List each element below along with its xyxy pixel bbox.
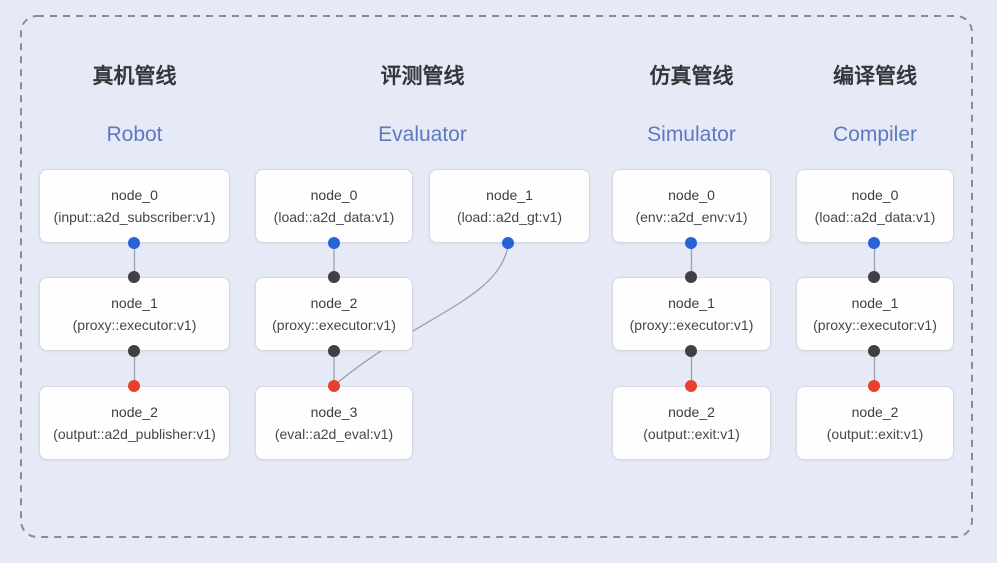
node-name: node_2 — [668, 404, 715, 420]
input-port-dot-red — [328, 380, 340, 392]
connector-curve — [334, 243, 510, 386]
output-port-dot-blue — [328, 237, 340, 249]
output-port-dot-black — [328, 345, 340, 357]
pipeline-title-zh-evaluator: 评测管线 — [380, 65, 465, 88]
node-type: (load::a2d_data:v1) — [273, 208, 395, 225]
output-port-dot-blue — [685, 237, 697, 249]
node-box-evaluator-node1: node_1 (load::a2d_gt:v1) — [429, 169, 590, 243]
input-port-dot-black — [685, 271, 697, 283]
node-box-simulator-node1: node_1 (proxy::executor:v1) — [612, 277, 771, 351]
output-port-dot-black — [685, 345, 697, 357]
node-type: (output::exit:v1) — [643, 425, 740, 442]
node-box-compiler-node1: node_1 (proxy::executor:v1) — [796, 277, 954, 351]
input-port-dot-black — [328, 271, 340, 283]
output-port-dot-blue — [128, 237, 140, 249]
node-type: (proxy::executor:v1) — [813, 316, 937, 333]
output-port-dot-blue — [868, 237, 880, 249]
pipeline-title-zh-compiler: 编译管线 — [833, 65, 917, 88]
node-name: node_1 — [111, 295, 158, 311]
node-box-compiler-node0: node_0 (load::a2d_data:v1) — [796, 169, 954, 243]
input-port-dot-black — [868, 271, 880, 283]
node-box-compiler-node2: node_2 (output::exit:v1) — [796, 386, 954, 460]
input-port-dot-red — [685, 380, 697, 392]
node-type: (load::a2d_gt:v1) — [456, 208, 563, 225]
node-box-robot-node1: node_1 (proxy::executor:v1) — [39, 277, 230, 351]
input-port-dot-red — [868, 380, 880, 392]
node-box-evaluator-node3: node_3 (eval::a2d_eval:v1) — [255, 386, 413, 460]
node-box-robot-node2: node_2 (output::a2d_publisher:v1) — [39, 386, 230, 460]
node-name: node_1 — [668, 295, 715, 311]
node-type: (proxy::executor:v1) — [72, 316, 197, 333]
input-port-dot-red — [128, 380, 140, 392]
node-name: node_0 — [668, 187, 715, 203]
node-name: node_3 — [310, 404, 358, 420]
input-port-dot-black — [128, 271, 140, 283]
node-box-evaluator-node2: node_2 (proxy::executor:v1) — [255, 277, 413, 351]
pipeline-title-en-simulator: Simulator — [647, 123, 736, 146]
output-port-dot-blue — [502, 237, 514, 249]
node-name: node_1 — [486, 187, 533, 203]
node-name: node_2 — [310, 295, 358, 311]
node-name: node_2 — [111, 404, 158, 420]
node-name: node_0 — [310, 187, 358, 203]
pipeline-title-zh-simulator: 仿真管线 — [649, 65, 734, 88]
node-type: (proxy::executor:v1) — [629, 316, 754, 333]
pipeline-title-en-robot: Robot — [106, 123, 163, 146]
node-name: node_1 — [851, 295, 899, 311]
node-box-simulator-node2: node_2 (output::exit:v1) — [612, 386, 771, 460]
dashed-border — [20, 15, 973, 538]
node-type: (input::a2d_subscriber:v1) — [53, 208, 216, 225]
node-type: (output::exit:v1) — [826, 425, 924, 442]
output-port-dot-black — [128, 345, 140, 357]
node-box-simulator-node0: node_0 (env::a2d_env:v1) — [612, 169, 771, 243]
node-type: (proxy::executor:v1) — [272, 316, 396, 333]
node-box-evaluator-node0: node_0 (load::a2d_data:v1) — [255, 169, 413, 243]
pipeline-title-en-compiler: Compiler — [832, 123, 918, 146]
node-type: (output::a2d_publisher:v1) — [53, 425, 216, 442]
node-type: (load::a2d_data:v1) — [814, 208, 936, 225]
output-port-dot-black — [868, 345, 880, 357]
node-name: node_0 — [851, 187, 899, 203]
node-box-robot-node0: node_0 (input::a2d_subscriber:v1) — [39, 169, 230, 243]
node-type: (eval::a2d_eval:v1) — [274, 425, 394, 442]
node-name: node_2 — [851, 404, 899, 420]
pipeline-title-zh-robot: 真机管线 — [92, 65, 177, 88]
node-type: (env::a2d_env:v1) — [635, 208, 748, 225]
node-name: node_0 — [111, 187, 158, 203]
pipeline-title-en-evaluator: Evaluator — [378, 123, 467, 146]
